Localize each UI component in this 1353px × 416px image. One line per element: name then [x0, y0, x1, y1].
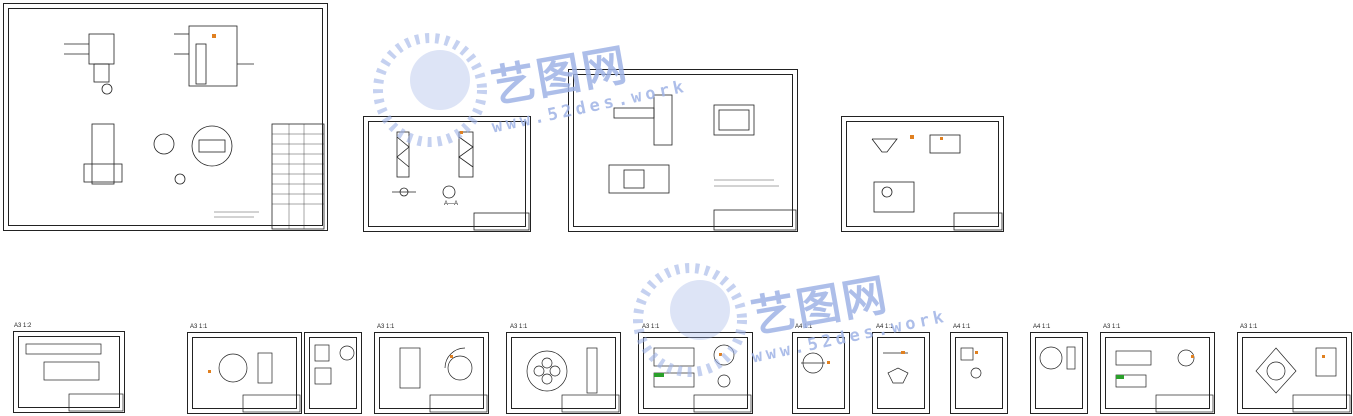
sheet-label: A4 1:1	[953, 324, 971, 330]
sheet-border	[1242, 337, 1347, 409]
sheet-border	[309, 337, 357, 409]
sheet-label: A4 1:1	[876, 324, 894, 330]
sheet-label: A3 1:1	[190, 324, 208, 330]
part-drawing-views	[871, 134, 1003, 231]
drawing-sheet-11[interactable]	[792, 332, 850, 414]
drawing-sheet-10[interactable]	[638, 332, 753, 414]
drawing-sheet-14[interactable]	[1030, 332, 1088, 414]
part-drawing-views	[314, 344, 355, 385]
drawing-sheet-9[interactable]	[506, 332, 621, 414]
drawing-sheet-5[interactable]	[13, 331, 125, 413]
drawing-sheet-8[interactable]	[374, 332, 489, 414]
drawing-sheet-3[interactable]	[568, 69, 798, 232]
part-drawing-views	[1039, 346, 1076, 370]
part-drawing-views	[1255, 347, 1351, 413]
part-drawing-views	[801, 352, 830, 374]
part-drawing-views	[1115, 349, 1214, 413]
section-label: A—A	[444, 201, 459, 207]
sheet-border	[1035, 337, 1083, 409]
sheet-border	[8, 8, 323, 226]
sheet-label: A3 1:1	[642, 324, 660, 330]
part-drawing-views	[653, 344, 752, 413]
sheet-label: A3 1:1	[1103, 324, 1121, 330]
sheet-label: A3 1:1	[510, 324, 528, 330]
drawing-sheet-2[interactable]: A—A	[363, 116, 531, 232]
assembly-drawing-views	[64, 25, 325, 230]
drawing-sheet-4[interactable]	[841, 116, 1004, 232]
sheet-border	[192, 337, 297, 409]
part-drawing-views	[960, 347, 982, 379]
sheet-border	[846, 121, 999, 227]
sheet-border	[955, 337, 1003, 409]
part-drawing-views	[883, 351, 909, 384]
sheet-border	[379, 337, 484, 409]
part-drawing-views	[25, 343, 124, 412]
sheet-label: A3 1:1	[377, 324, 395, 330]
drawing-sheet-15[interactable]	[1100, 332, 1215, 414]
sheet-border	[573, 74, 793, 227]
sheet-label: A4 1:1	[1033, 324, 1051, 330]
sheet-label: A3 1:2	[14, 323, 32, 329]
part-drawing-views	[608, 94, 797, 231]
part-drawing-views	[399, 347, 488, 413]
sheet-label: A4 1:1	[795, 324, 813, 330]
drawing-sheet-6[interactable]	[187, 332, 302, 414]
drawing-sheet-assembly[interactable]	[3, 3, 328, 231]
sheet-label: A3 1:1	[1240, 324, 1258, 330]
drawing-sheet-7[interactable]	[304, 332, 362, 414]
drawing-sheet-16[interactable]	[1237, 332, 1352, 414]
sheet-border	[877, 337, 925, 409]
drawing-sheet-12[interactable]	[872, 332, 930, 414]
sheet-border	[511, 337, 616, 409]
sheet-border	[797, 337, 845, 409]
part-drawing-views	[208, 352, 301, 413]
part-drawing-views	[526, 347, 620, 413]
drawing-sheet-13[interactable]	[950, 332, 1008, 414]
sheet-border	[1105, 337, 1210, 409]
part-drawing-views	[392, 131, 530, 231]
